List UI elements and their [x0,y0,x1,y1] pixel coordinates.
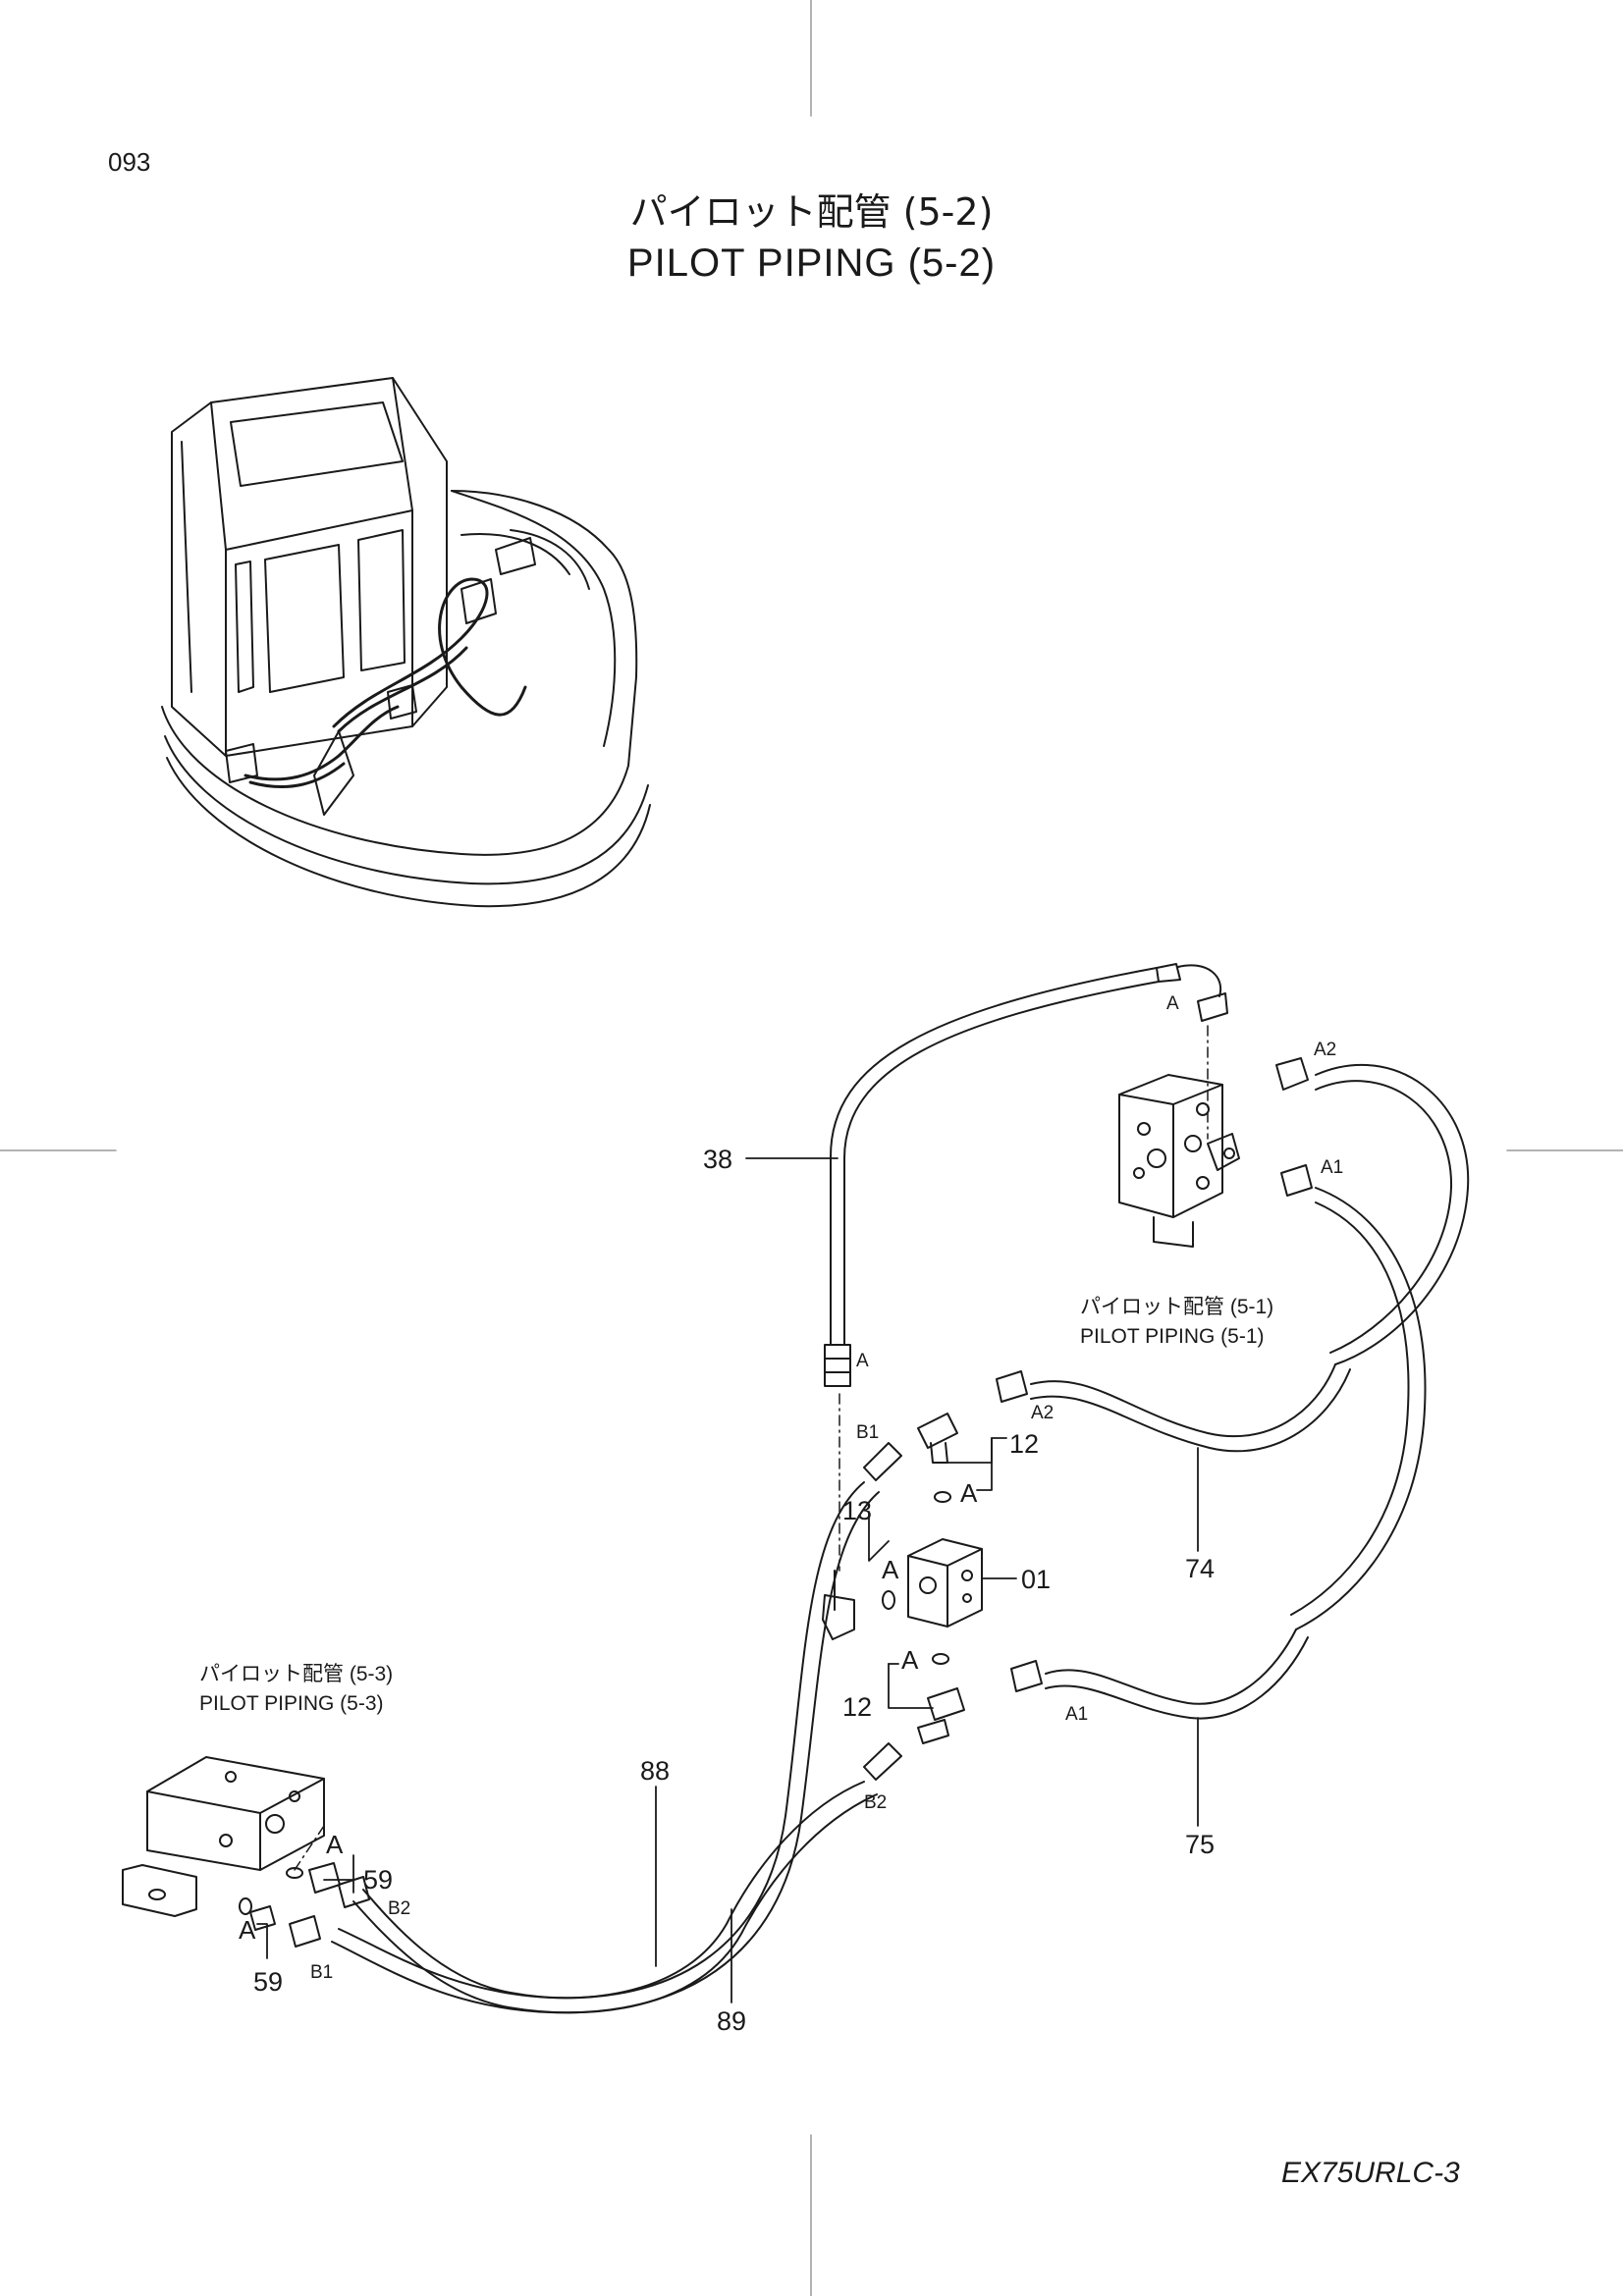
callout-75: 75 [1185,1830,1215,1859]
valve-block-lower [122,1756,370,1948]
port-label-a-ref59b: A [239,1915,256,1945]
port-label-b2-upper: B2 [864,1792,887,1813]
hose-38 [824,963,1228,1387]
excavator-overview [161,377,651,908]
port-label-b1-upper: B1 [856,1422,879,1443]
callout-12-upper: 12 [1009,1429,1039,1459]
port-label-a2-top: A2 [1314,1040,1336,1060]
port-label-a1-top: A1 [1321,1157,1343,1178]
callout-12-lower: 12 [842,1692,872,1722]
port-label-a-ref13: A [882,1555,899,1584]
callout-89: 89 [717,2006,746,2036]
callout-59-lower: 59 [253,1967,283,1997]
callout-38: 38 [703,1145,732,1174]
port-label-a1-low: A1 [1065,1704,1088,1725]
callout-74: 74 [1185,1554,1215,1583]
reference-5-1-en: PILOT PIPING (5-1) [1080,1325,1265,1348]
valve-block-upper [1118,1074,1240,1248]
port-labels: A A2 A1 A B1 A2 A A A A1 B2 A B2 A B1 [239,993,1343,1983]
port-label-a-hose38: A [856,1351,869,1371]
port-label-b2-lower: B2 [388,1898,410,1919]
reference-5-3-en: PILOT PIPING (5-3) [199,1692,384,1715]
callout-01: 01 [1021,1565,1051,1594]
port-label-a-ref12b: A [901,1645,919,1675]
reference-notes: パイロット配管 (5-1) PILOT PIPING (5-1) パイロット配管… [199,1296,1273,1715]
page-title-japanese: パイロット配管 (5-2) [629,190,994,234]
leader-lines [256,1157,1199,2003]
title-block: パイロット配管 (5-2) PILOT PIPING (5-2) [0,187,1623,289]
hose-75 [1010,1629,1309,1720]
model-code: EX75URLC-3 [1281,2157,1460,2189]
reference-5-3-ja: パイロット配管 (5-3) [199,1663,393,1685]
page-title-english: PILOT PIPING (5-2) [626,241,997,285]
hose-88-89 [331,1442,902,2014]
callout-59-upper: 59 [363,1865,393,1895]
port-label-a-top: A [1166,993,1179,1014]
port-label-a-ref59: A [326,1830,344,1859]
callout-88: 88 [640,1756,670,1786]
callout-13: 13 [842,1496,872,1525]
port-label-a2-mid: A2 [1031,1403,1054,1423]
page-number: 093 [108,147,151,177]
reference-5-1-ja: パイロット配管 (5-1) [1080,1296,1273,1318]
callouts: 38 12 13 01 74 12 75 88 89 59 59 [253,1145,1215,2036]
hose-a2-a1-upper [1275,1057,1470,1630]
hose-74 [996,1363,1351,1453]
fittings-mid [822,1393,983,1744]
port-label-a-ref12: A [960,1478,978,1508]
port-label-b1-lower: B1 [310,1962,333,1983]
